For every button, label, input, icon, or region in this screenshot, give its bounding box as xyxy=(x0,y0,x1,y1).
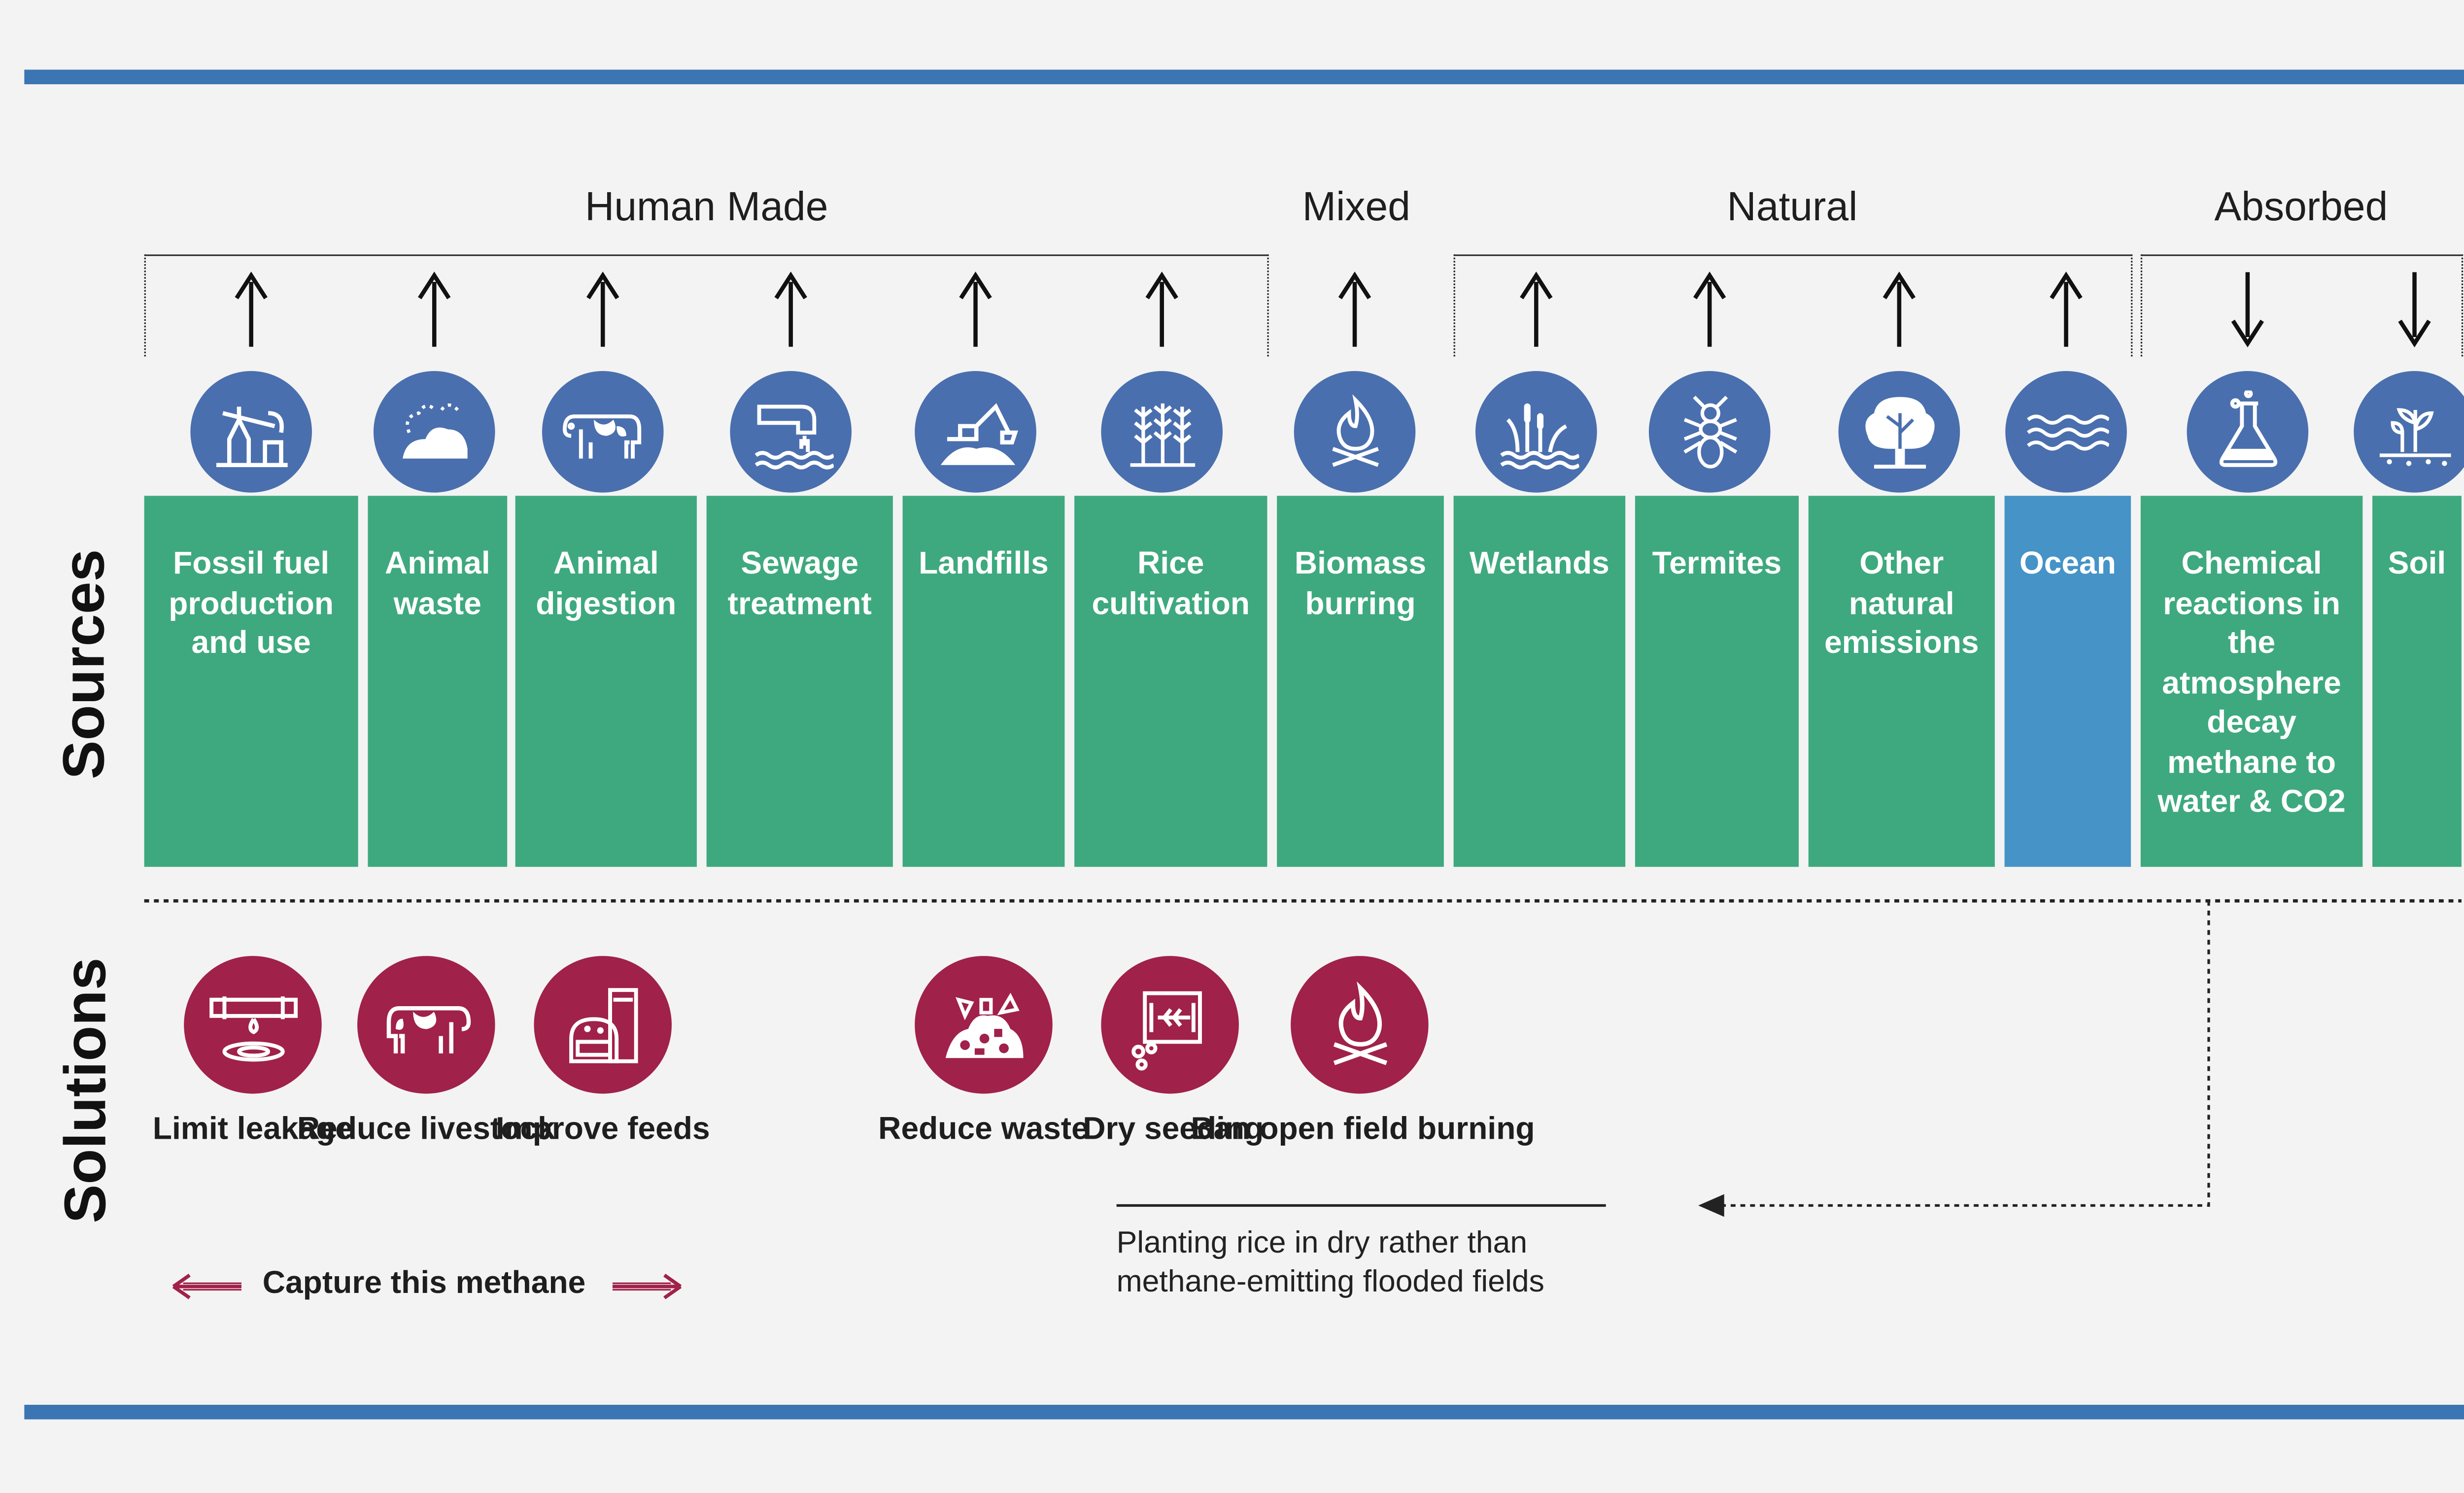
oil-pump-icon xyxy=(190,371,312,493)
seed-tray-icon xyxy=(1101,956,1239,1094)
solution-improve-feeds: Improve feeds xyxy=(495,1111,710,1148)
waste-pile-icon xyxy=(915,956,1053,1094)
emission-arrow-up xyxy=(1338,271,1371,347)
emission-arrow-up xyxy=(959,271,992,347)
capture-methane-label: Capture this methane xyxy=(262,1265,586,1301)
tree-icon xyxy=(1838,371,1960,493)
source-fossil-fuel: Fossil fuel production and use xyxy=(144,496,358,867)
emission-arrow-up xyxy=(1693,271,1726,347)
soil-plant-icon xyxy=(2354,371,2464,493)
bracket-absorbed xyxy=(2140,254,2464,357)
excavator-icon xyxy=(915,371,1036,493)
absorption-arrow-down xyxy=(2231,272,2264,348)
source-animal-waste: Animal waste xyxy=(368,496,508,867)
source-ocean: Ocean xyxy=(2004,496,2131,867)
emission-arrow-up xyxy=(774,271,807,347)
rice-plants-icon xyxy=(1101,371,1223,493)
fire-icon xyxy=(1291,956,1429,1094)
bottom-rule xyxy=(24,1404,2464,1420)
emission-arrow-up xyxy=(2050,271,2083,347)
category-absorbed: Absorbed xyxy=(2214,184,2388,230)
source-animal-digestion: Animal digestion xyxy=(515,496,697,867)
emission-arrow-up xyxy=(1882,271,1916,347)
source-rice-cultivation: Rice cultivation xyxy=(1074,496,1267,867)
category-natural: Natural xyxy=(1727,184,1858,230)
solution-reduce-livestock: Reduce livestock xyxy=(297,1111,555,1148)
sink-chemical-reactions: Chemical reactions in the atmosphere dec… xyxy=(2140,496,2363,867)
bracket-human-made xyxy=(144,254,1269,357)
feed-bag-icon xyxy=(534,956,672,1094)
cow-icon xyxy=(357,956,495,1094)
capture-arrow-right xyxy=(612,1273,682,1299)
solution-dry-seeding: Dry seeding xyxy=(1083,1111,1264,1148)
leaking-pipe-icon xyxy=(184,956,322,1094)
emission-arrow-up xyxy=(1520,271,1553,347)
absorption-arrow-down xyxy=(2398,272,2431,348)
top-rule xyxy=(24,69,2464,84)
category-human-made: Human Made xyxy=(584,184,828,230)
sink-soil: Soil xyxy=(2372,496,2462,867)
sewage-pipe-icon xyxy=(730,371,852,493)
manure-pile-icon xyxy=(373,371,495,493)
emission-arrow-up xyxy=(235,271,268,347)
termite-icon xyxy=(1648,371,1771,493)
source-other-natural: Other natural emissions xyxy=(1808,496,1995,867)
source-wetlands: Wetlands xyxy=(1453,496,1626,867)
fire-icon xyxy=(1294,371,1416,493)
emission-arrow-up xyxy=(418,271,451,347)
reeds-water-icon xyxy=(1475,371,1597,493)
emission-arrow-up xyxy=(586,271,619,347)
capture-arrow-left xyxy=(172,1273,241,1299)
bracket-natural xyxy=(1453,254,2133,357)
flask-icon xyxy=(2187,371,2309,493)
category-mixed: Mixed xyxy=(1302,184,1410,230)
emission-arrow-up xyxy=(1145,271,1178,347)
waves-icon xyxy=(2005,371,2127,493)
solution-reduce-waste: Reduce waste xyxy=(878,1111,1089,1148)
solution-ban-field-burning: Ban open field burning xyxy=(1191,1111,1535,1148)
source-landfills: Landfills xyxy=(902,496,1065,867)
solution-limit-leakage: Limit leakage xyxy=(152,1111,353,1148)
cow-icon xyxy=(542,371,664,493)
dry-seeding-note: Planting rice in dry rather than methane… xyxy=(1116,1226,1544,1300)
source-biomass-burning: Biomass burring xyxy=(1277,496,1444,867)
source-termites: Termites xyxy=(1635,496,1799,867)
source-sewage-treatment: Sewage treatment xyxy=(706,496,893,867)
